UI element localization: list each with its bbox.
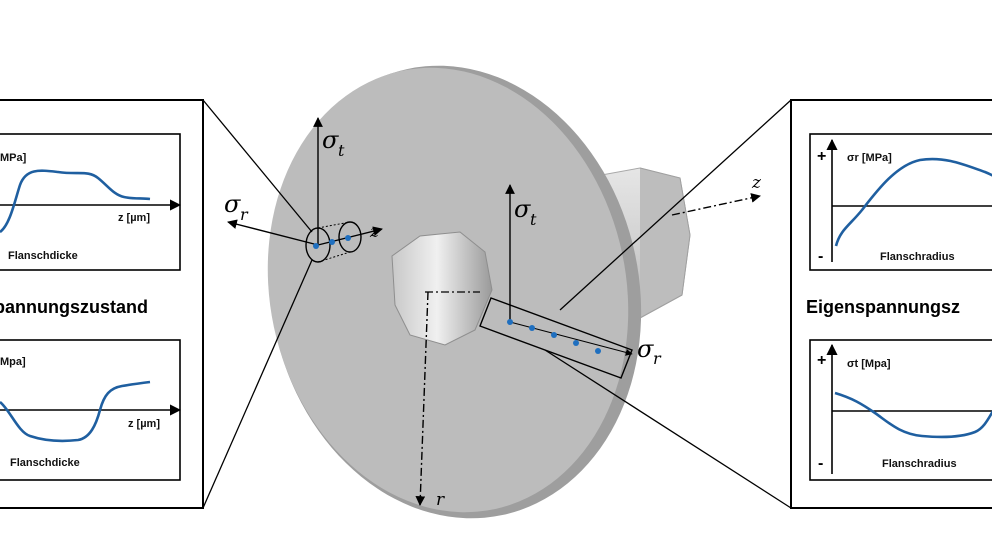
measure-point	[573, 340, 579, 346]
minus-sign: -	[818, 455, 823, 472]
chart-caption: Flanschradius	[880, 251, 955, 263]
left-top-chart: MPa] z [µm] Flanschdicke	[0, 133, 182, 271]
right-top-chart: + - σr [MPa] Flanschradius	[809, 133, 992, 271]
sigma-r-left-symbol: σ	[224, 190, 241, 218]
measure-point	[313, 243, 319, 249]
plus-sign: +	[817, 148, 826, 165]
z-axis-label: z	[751, 173, 762, 193]
right-stress-element: σ t σ r	[479, 184, 662, 379]
measure-point	[345, 235, 351, 241]
stress-curve	[0, 380, 151, 443]
minus-sign: -	[818, 248, 823, 265]
y-axis-label: MPa]	[0, 152, 27, 164]
sigma-t-left-symbol: σ	[322, 126, 339, 154]
measure-point	[507, 319, 513, 325]
right-bottom-chart: + - σt [Mpa] Flanschradius	[809, 339, 992, 481]
left-panel: MPa] z [µm] Flanschdicke pannungszustand…	[0, 99, 204, 509]
left-bottom-chart: Mpa] z [µm] Flanschdicke	[0, 339, 182, 481]
sigma-t-left-sub: t	[338, 141, 345, 160]
x-axis-label: z [µm]	[128, 418, 160, 430]
sigma-r-right-symbol: σ	[637, 335, 654, 363]
center-hole	[391, 231, 493, 346]
r-axis-label: r	[436, 490, 445, 510]
measure-point	[329, 239, 335, 245]
left-panel-title: pannungszustand	[0, 297, 148, 317]
chart-caption: Flanschdicke	[10, 457, 80, 469]
sigma-r-arrow-left	[227, 219, 319, 246]
z-axis: z	[425, 173, 762, 293]
plus-sign: +	[817, 352, 826, 369]
r-axis: r	[415, 291, 445, 510]
flange-disk	[267, 65, 642, 519]
left-stress-element: σ t σ r z	[224, 117, 383, 263]
y-axis-label: σt [Mpa]	[847, 358, 891, 370]
leader-lines	[202, 99, 792, 509]
measure-point	[595, 348, 601, 354]
chart-caption: Flanschdicke	[8, 250, 78, 262]
sigma-r-left-sub: r	[240, 205, 249, 224]
right-panel: + - σr [MPa] Flanschradius Eigenspannung…	[790, 99, 992, 509]
stress-curve	[0, 169, 151, 234]
sigma-t-right-symbol: σ	[514, 195, 531, 223]
right-panel-title: Eigenspannungsz	[806, 297, 960, 317]
x-axis-label: z [µm]	[118, 212, 150, 224]
measure-point	[551, 332, 557, 338]
z-left-label: z	[369, 222, 380, 242]
sigma-r-right-sub: r	[653, 349, 662, 368]
y-axis-label: σr [MPa]	[847, 152, 892, 164]
measure-point	[529, 325, 535, 331]
sigma-t-right-sub: t	[530, 210, 537, 229]
stress-curve	[834, 391, 992, 439]
y-axis-label: Mpa]	[0, 356, 26, 368]
chart-caption: Flanschradius	[882, 458, 957, 470]
